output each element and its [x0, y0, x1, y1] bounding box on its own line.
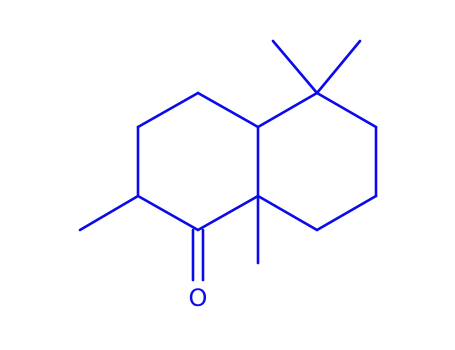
bond-ring-a-3	[136, 194, 200, 232]
bond-ring-b-1	[256, 91, 319, 129]
oxygen-atom-label: O	[189, 284, 208, 312]
bond-ring-b-4	[315, 194, 378, 232]
bond-group	[78, 39, 378, 282]
bond-ring-b-5	[256, 194, 319, 232]
bond-methyl-gem-right	[315, 39, 362, 95]
bond-ring-b-2	[315, 91, 378, 129]
bond-ring-a-5	[196, 91, 260, 129]
bond-methyl-left	[78, 194, 140, 232]
bond-ring-a-4	[196, 194, 260, 232]
bond-methyl-gem-left	[271, 39, 319, 95]
bond-ring-a-1	[136, 91, 200, 129]
